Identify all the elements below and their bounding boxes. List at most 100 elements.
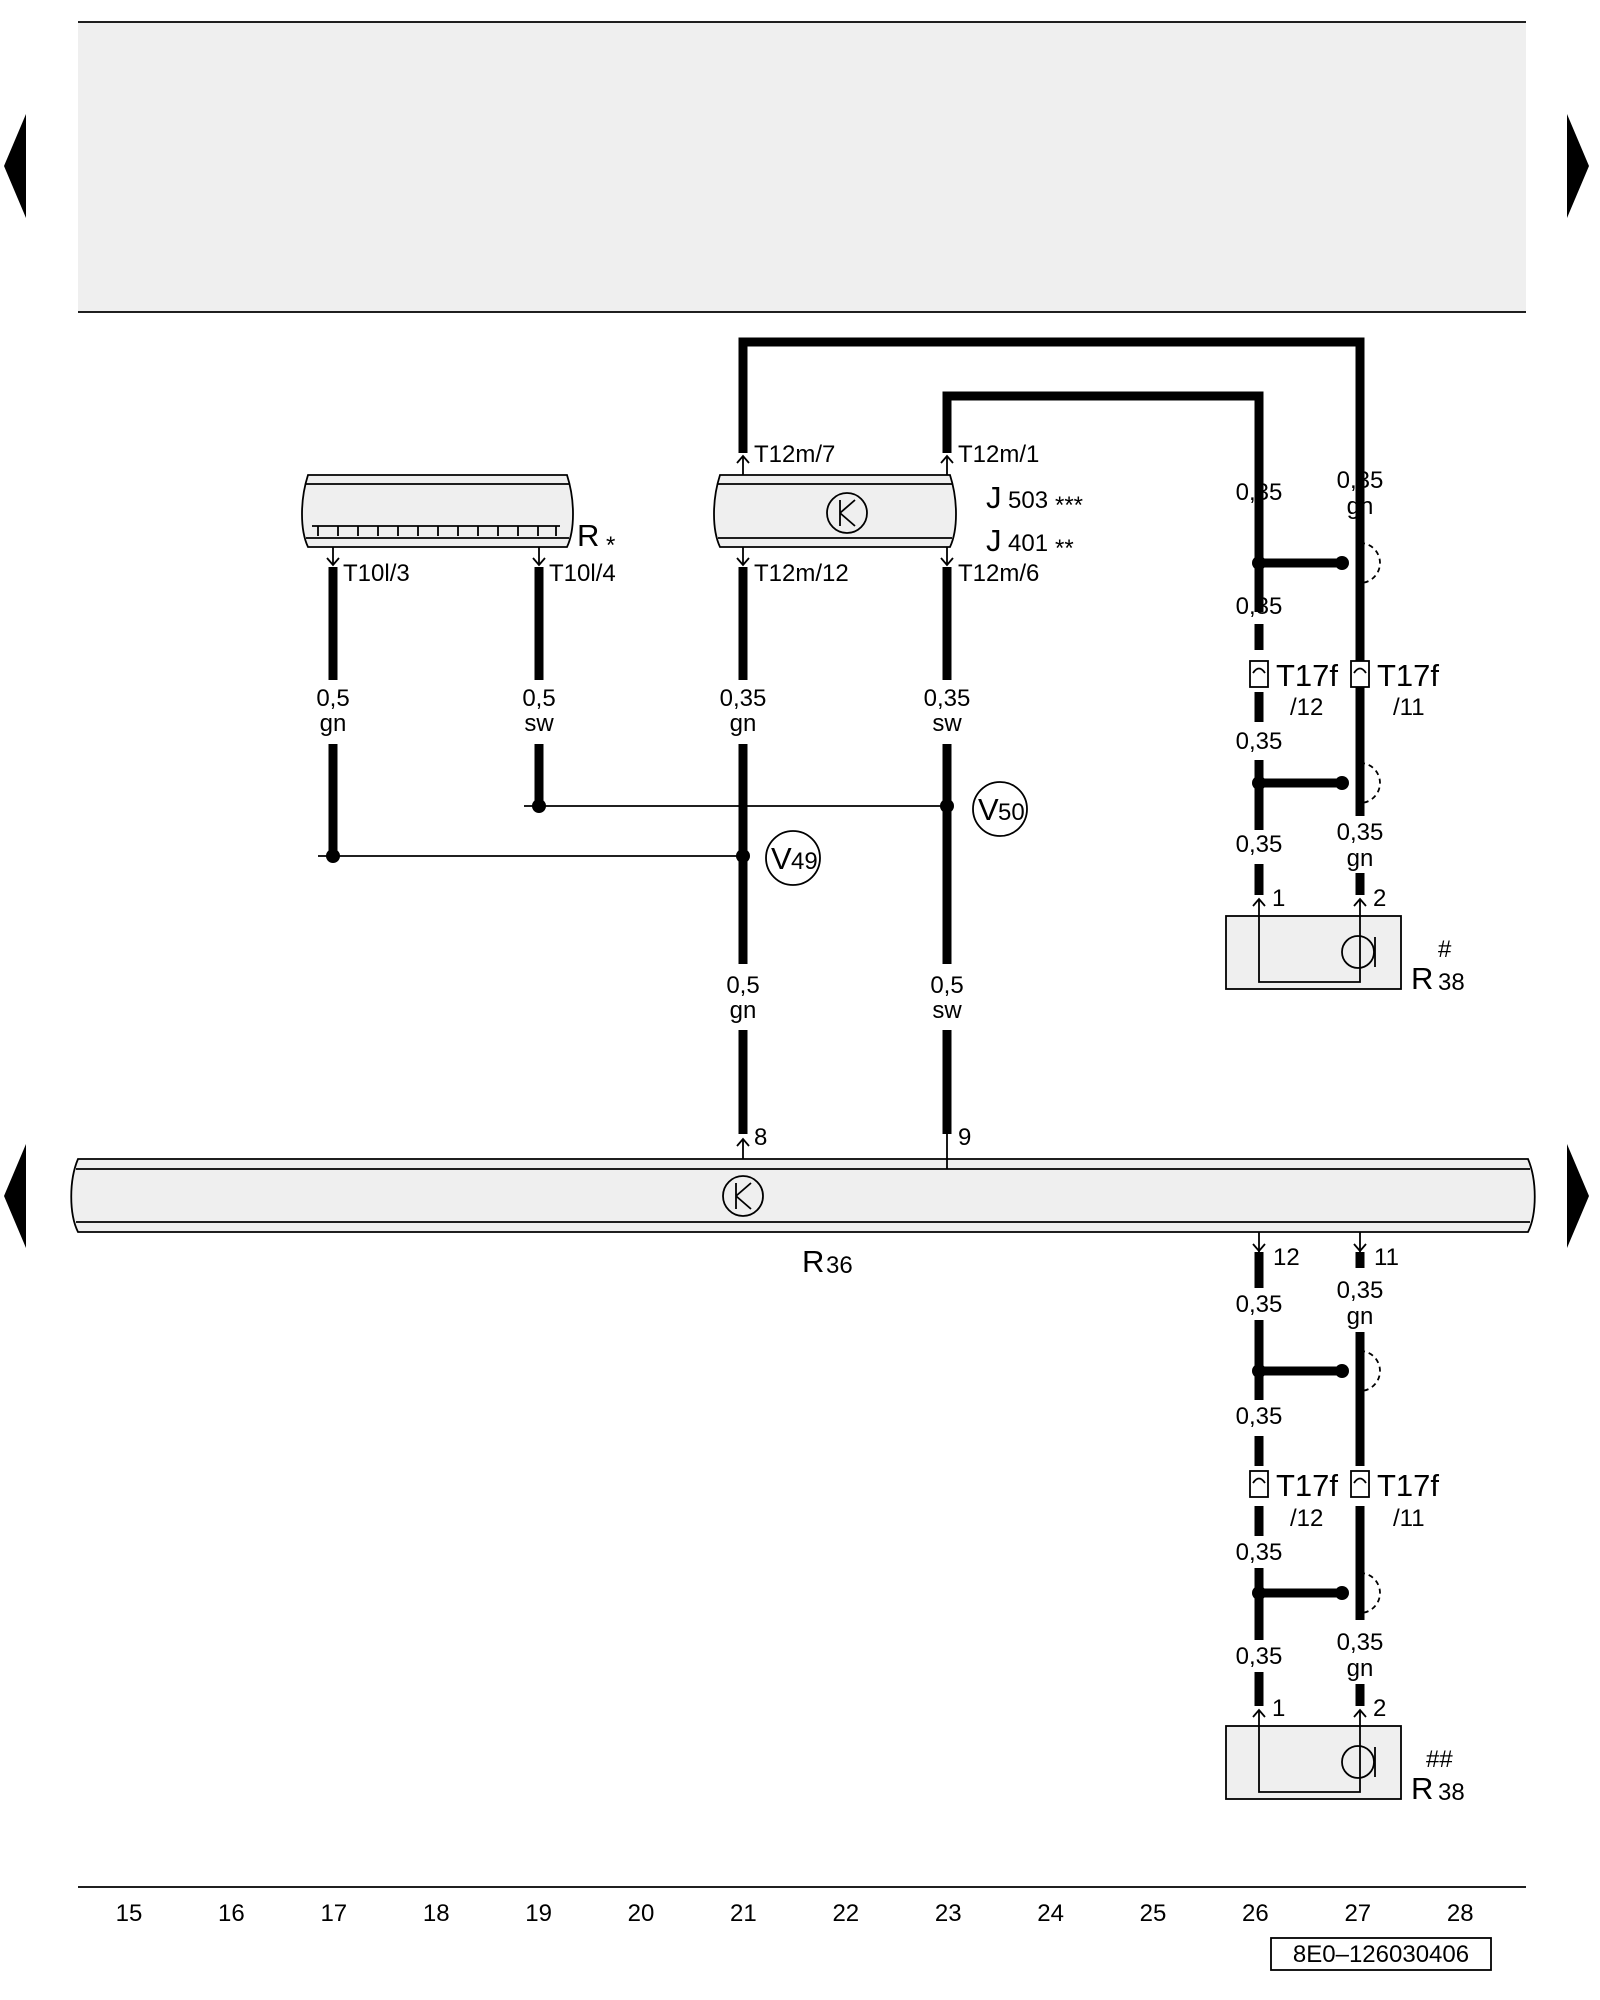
wire-size-col21-upper: 0,35 xyxy=(720,685,767,712)
pin-arrow xyxy=(1353,1243,1367,1253)
component-r38-a xyxy=(1225,899,1402,990)
t17f-label: T17f xyxy=(1377,658,1439,693)
r36-pin-11: 11 xyxy=(1374,1244,1399,1271)
wire-size: 0,35 xyxy=(1236,1539,1283,1566)
wire-size: 0,35 xyxy=(1337,467,1384,494)
connector-icon xyxy=(1249,660,1269,688)
r38a-label: R xyxy=(1411,961,1433,996)
wire-color-col19: sw xyxy=(524,710,554,737)
pin-arrow xyxy=(1252,1243,1266,1253)
wire-size: 0,35 xyxy=(1337,1629,1384,1656)
reference-number: 8E0–126030406 xyxy=(1293,1941,1469,1968)
r38a-pin-1: 1 xyxy=(1272,885,1285,912)
r38a-pin-2: 2 xyxy=(1373,885,1386,912)
r-star-scale xyxy=(312,525,560,536)
r38b-number: 38 xyxy=(1438,1779,1465,1806)
t17f-pin-11: /11 xyxy=(1393,694,1425,721)
shield-icon xyxy=(1359,1350,1381,1392)
shield-icon xyxy=(1359,762,1381,804)
pin-t12m-7: T12m/7 xyxy=(754,441,835,468)
r36-pin-9: 9 xyxy=(958,1124,971,1151)
wire-color-col23-lower: sw xyxy=(932,997,962,1024)
prev-page-arrow-top[interactable] xyxy=(4,114,26,218)
j401-label: J xyxy=(986,523,1002,558)
column-number: 16 xyxy=(218,1900,245,1927)
j503-mark: *** xyxy=(1055,492,1083,519)
next-page-arrow-bottom[interactable] xyxy=(1567,1144,1589,1248)
wire-size-col17: 0,5 xyxy=(316,685,349,712)
column-number: 21 xyxy=(730,1900,757,1927)
junction-dot xyxy=(1252,556,1266,570)
junction-dot xyxy=(736,849,750,863)
pin-t12m-12: T12m/12 xyxy=(754,560,849,587)
wire-size: 0,35 xyxy=(1337,819,1384,846)
j503-label: J xyxy=(986,480,1002,515)
column-number: 18 xyxy=(423,1900,450,1927)
node-v50: V 50 xyxy=(972,781,1028,837)
svg-text:V: V xyxy=(978,792,999,827)
wire-size-col23-upper: 0,35 xyxy=(924,685,971,712)
wire-color: gn xyxy=(1347,1303,1374,1330)
r36-label: R xyxy=(802,1244,824,1279)
prev-page-arrow-bottom[interactable] xyxy=(4,1144,26,1248)
j401-mark: ** xyxy=(1055,535,1074,562)
junction-dot xyxy=(1335,1364,1349,1378)
junction-dot xyxy=(326,849,340,863)
column-number: 17 xyxy=(320,1900,347,1927)
junction-dot xyxy=(940,799,954,813)
component-r38-b xyxy=(1225,1710,1402,1800)
svg-text:50: 50 xyxy=(998,799,1025,826)
t17f-label: T17f xyxy=(1276,1468,1338,1503)
junction-dot xyxy=(1335,776,1349,790)
junction-dot xyxy=(1335,556,1349,570)
wire-size-col21-lower: 0,5 xyxy=(726,972,759,999)
column-number: 25 xyxy=(1140,1900,1167,1927)
pin-t12m-6: T12m/6 xyxy=(958,560,1039,587)
column-number: 15 xyxy=(116,1900,143,1927)
r38a-mark: # xyxy=(1438,936,1452,963)
r38b-label: R xyxy=(1411,1771,1433,1806)
wire-size: 0,35 xyxy=(1236,593,1283,620)
junction-dot xyxy=(532,799,546,813)
column-number: 22 xyxy=(832,1900,859,1927)
j503-number: 503 xyxy=(1008,487,1048,514)
t17f-pin-12: /12 xyxy=(1290,1505,1323,1532)
wire-size: 0,35 xyxy=(1236,1403,1283,1430)
r38b-pin-2: 2 xyxy=(1373,1695,1386,1722)
column-number: 20 xyxy=(628,1900,655,1927)
header-panel xyxy=(78,22,1526,312)
junction-dot xyxy=(1252,1586,1266,1600)
r-star-mark: * xyxy=(606,532,615,559)
j401-number: 401 xyxy=(1008,530,1048,557)
wire-size-col19: 0,5 xyxy=(522,685,555,712)
transistor-icon xyxy=(826,492,868,534)
r36-number: 36 xyxy=(826,1252,853,1279)
connector-icon xyxy=(1249,1470,1269,1498)
column-number: 23 xyxy=(935,1900,962,1927)
junction-dot xyxy=(1335,1586,1349,1600)
wire-size: 0,35 xyxy=(1236,1291,1283,1318)
column-number: 27 xyxy=(1344,1900,1371,1927)
r38b-pin-1: 1 xyxy=(1272,1695,1285,1722)
pin-t12m-1: T12m/1 xyxy=(958,441,1039,468)
wire-size: 0,35 xyxy=(1236,1643,1283,1670)
wire-color-col17: gn xyxy=(320,710,347,737)
node-v49: V 49 xyxy=(765,830,821,886)
wire-color: gn xyxy=(1347,493,1374,520)
wire-color-col23-upper: sw xyxy=(932,710,962,737)
column-number: 24 xyxy=(1037,1900,1064,1927)
wire-size: 0,35 xyxy=(1236,479,1283,506)
t17f-pin-11: /11 xyxy=(1393,1505,1425,1532)
reference-box xyxy=(1270,1937,1492,1971)
wire-color: gn xyxy=(1347,1655,1374,1682)
transistor-icon xyxy=(722,1175,764,1217)
t17f-label: T17f xyxy=(1377,1468,1439,1503)
svg-text:49: 49 xyxy=(791,848,818,875)
r38b-mark: ## xyxy=(1426,1746,1453,1773)
column-number: 26 xyxy=(1242,1900,1269,1927)
next-page-arrow-top[interactable] xyxy=(1567,114,1589,218)
component-j503-j401 xyxy=(713,474,957,548)
shield-icon xyxy=(1359,542,1381,584)
pin-t10l-3: T10l/3 xyxy=(343,560,410,587)
